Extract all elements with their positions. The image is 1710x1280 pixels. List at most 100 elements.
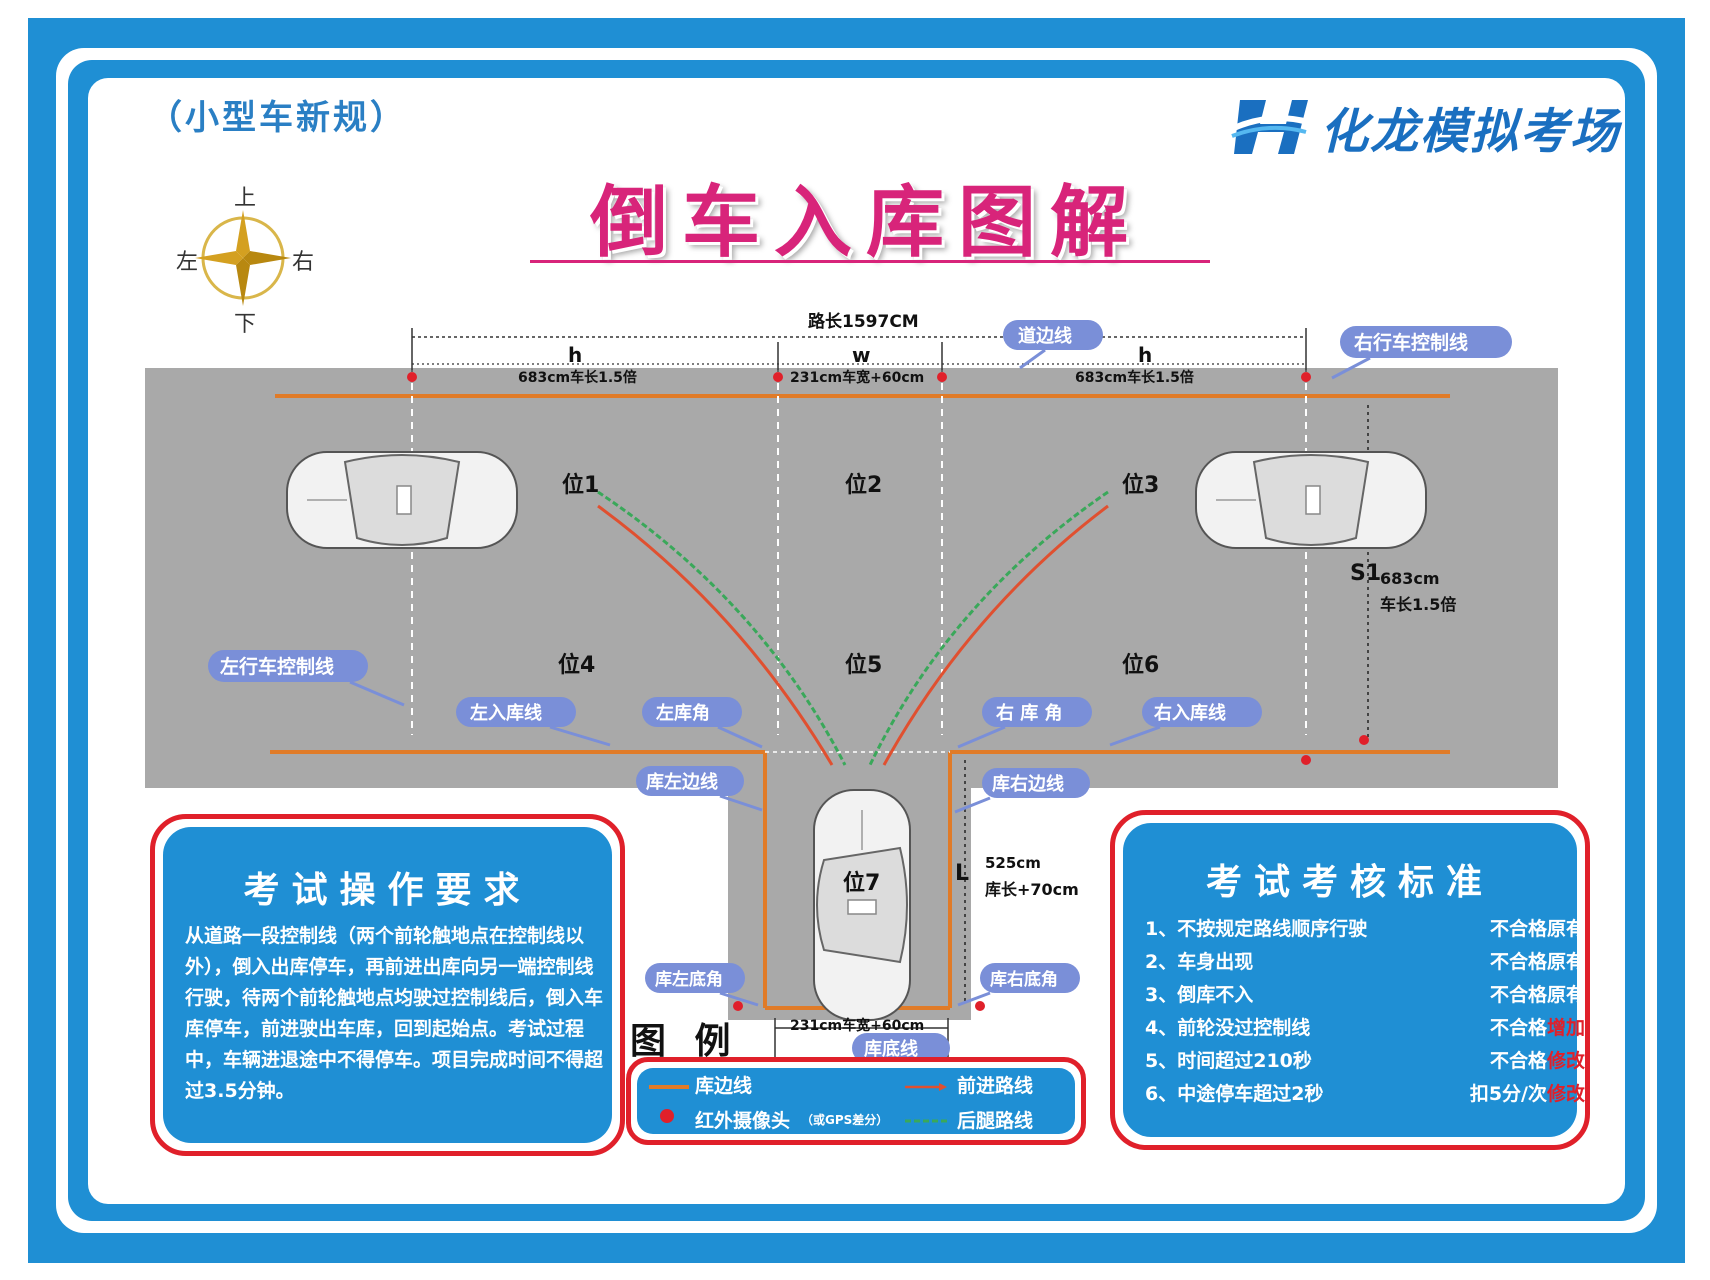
dim-s1-sub: 车长1.5倍 — [1380, 595, 1456, 614]
standard-tag: 修改 — [1546, 1050, 1585, 1072]
dim-w-sub: 231cm车宽+60cm — [790, 369, 924, 386]
bubble-garage-bottom-line: 库底线 — [852, 1033, 950, 1063]
ir-camera-1 — [407, 372, 417, 382]
standard-row: 2、车身出现 不合格原有 — [1145, 946, 1585, 979]
standard-text: 1、不按规定路线顺序行驶 — [1145, 918, 1368, 940]
svg-text:右入库线: 右入库线 — [1154, 702, 1226, 724]
dim-s1-val: 683cm — [1380, 569, 1440, 588]
bubble-garage-right-edge: 库右边线 — [954, 768, 1090, 814]
dim-w: w — [852, 343, 870, 367]
standard-result: 不合格 — [1489, 951, 1547, 973]
svg-text:右 库 角: 右 库 角 — [996, 702, 1063, 724]
brand-logo-icon — [1231, 100, 1309, 154]
dim-l-val: 525cm — [985, 854, 1041, 872]
requirements-panel: 考试操作要求 从道路一段控制线（两个前轮触地点在控制线以外），倒入出库停车，再前… — [150, 814, 625, 1156]
dim-h-left: h — [568, 343, 582, 367]
svg-text:库右底角: 库右底角 — [990, 969, 1058, 990]
position-4: 位4 — [558, 652, 595, 678]
standard-tag: 原有 — [1546, 984, 1585, 1006]
standard-text: 4、前轮没过控制线 — [1145, 1017, 1311, 1039]
road — [145, 368, 1558, 788]
legend-title: 图 例 — [630, 1021, 739, 1062]
bubble-right-entry: 右入库线 — [1109, 697, 1262, 747]
standard-tag: 原有 — [1546, 951, 1585, 973]
standard-text: 2、车身出现 — [1145, 951, 1254, 973]
requirements-text: 从道路一段控制线（两个前轮触地点在控制线以外），倒入出库停车，再前进出库向另一端… — [185, 925, 604, 1102]
bubble-right-control: 右行车控制线 — [1331, 326, 1512, 380]
compass-down: 下 — [234, 312, 257, 337]
position-6: 位6 — [1122, 652, 1159, 678]
svg-text:库左边线: 库左边线 — [646, 771, 718, 793]
ir-camera-6 — [1359, 735, 1369, 745]
reverse-route-icon — [905, 1119, 947, 1123]
page-title: 倒车入库图解 — [590, 178, 1143, 268]
svg-text:道边线: 道边线 — [1018, 325, 1072, 347]
compass-star-icon — [195, 210, 291, 306]
compass-right: 右 — [292, 250, 315, 275]
standard-row: 4、前轮没过控制线 不合格增加 — [1145, 1012, 1585, 1045]
dim-l: L — [955, 861, 969, 886]
legend-edge-line: 库边线 — [695, 1075, 753, 1097]
requirements-title: 考试操作要求 — [243, 870, 532, 911]
legend-forward-route: 前进路线 — [957, 1075, 1034, 1097]
position-1: 位1 — [562, 472, 599, 498]
standard-tag: 修改 — [1546, 1083, 1585, 1105]
dim-bottom-w: 231cm车宽+60cm — [790, 1017, 924, 1034]
standard-row: 3、倒库不入不合格原有 — [1145, 979, 1585, 1012]
standard-result: 扣5分/次 — [1469, 1083, 1547, 1105]
standard-result-group: 不合格增加 — [1490, 1012, 1585, 1045]
position-3: 位3 — [1122, 472, 1159, 498]
svg-text:左库角: 左库角 — [656, 702, 710, 724]
bubble-garage-left-bottom: 库左底角 — [645, 963, 759, 1007]
subtitle: （小型车新规） — [148, 98, 407, 138]
forward-route-left — [597, 504, 834, 766]
svg-text:左入库线: 左入库线 — [470, 702, 542, 724]
standard-text: 6、中途停车超过2秒 — [1145, 1083, 1324, 1105]
standard-row: 1、不按规定路线顺序行驶 不合格原有 — [1145, 913, 1585, 946]
ir-camera-2 — [773, 372, 783, 382]
standard-text: 5、时间超过210秒 — [1145, 1050, 1312, 1072]
bubble-garage-left-edge: 库左边线 — [636, 766, 763, 812]
standard-result-group: 不合格原有 — [1490, 913, 1585, 946]
road-length-label: 路长1597CM — [808, 311, 919, 332]
standard-result: 不合格 — [1489, 1017, 1547, 1039]
forward-route-icon — [905, 1083, 947, 1091]
dim-h-right-sub: 683cm车长1.5倍 — [1075, 369, 1194, 386]
standard-result: 不合格 — [1489, 1050, 1547, 1072]
legend-ir-camera: 红外摄像头 — [695, 1110, 791, 1132]
bubble-left-entry: 左入库线 — [456, 697, 611, 747]
bubble-left-control: 左行车控制线 — [208, 650, 405, 707]
position-7: 位7 — [843, 870, 880, 896]
bubble-right-corner: 右 库 角 — [957, 697, 1092, 749]
legend-reverse-route: 后腿路线 — [957, 1110, 1034, 1132]
svg-text:库右边线: 库右边线 — [992, 773, 1064, 795]
compass-left: 左 — [176, 250, 199, 275]
position-5: 位5 — [845, 652, 882, 678]
standard-result-group: 不合格修改 — [1490, 1045, 1585, 1078]
car-in-garage — [813, 789, 911, 1021]
standard-result: 不合格 — [1489, 918, 1547, 940]
brand: 化龙模拟考场 — [1230, 92, 1620, 162]
dim-h-left-sub: 683cm车长1.5倍 — [518, 369, 637, 386]
ir-camera-7 — [733, 1001, 743, 1011]
standard-result-group: 不合格原有 — [1490, 979, 1585, 1012]
svg-text:右行车控制线: 右行车控制线 — [1353, 331, 1468, 354]
forward-route-right — [882, 504, 1109, 766]
svg-text:库左底角: 库左底角 — [655, 969, 723, 990]
legend: 库边线 前进路线 红外摄像头 （或GPS差分） 后腿路线 — [626, 1057, 1086, 1145]
reverse-route-right — [868, 490, 1109, 766]
position-2: 位2 — [845, 472, 882, 498]
dim-h-right: h — [1138, 343, 1152, 367]
dim-s1: S1 — [1350, 561, 1381, 586]
standard-result: 不合格 — [1489, 984, 1547, 1006]
ir-camera-3 — [937, 372, 947, 382]
ir-camera-5 — [1301, 755, 1311, 765]
brand-name: 化龙模拟考场 — [1320, 104, 1621, 160]
svg-text:左行车控制线: 左行车控制线 — [220, 655, 334, 678]
bubble-road-edge: 道边线 — [1003, 320, 1103, 370]
standard-result-group: 扣5分/次修改 — [1470, 1078, 1585, 1111]
standards-title: 考试考核标准 — [1205, 862, 1494, 903]
standard-tag: 增加 — [1546, 1017, 1585, 1039]
